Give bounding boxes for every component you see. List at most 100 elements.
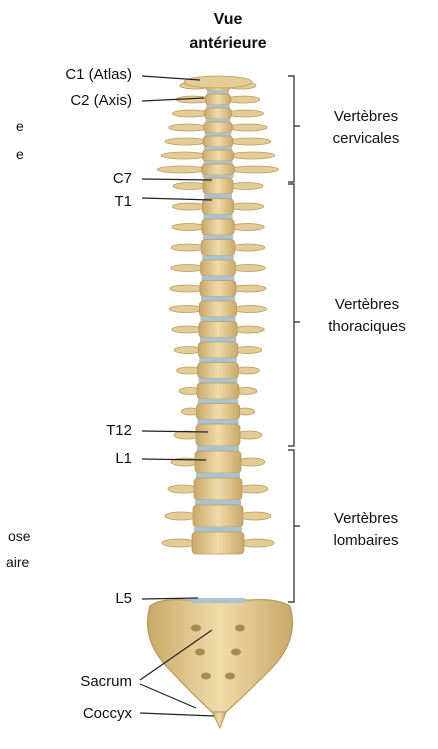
vertebral-body	[200, 281, 236, 297]
transverse-process-left	[173, 183, 207, 190]
sacral-foramen	[201, 673, 211, 680]
group-label-thoracic: Vertèbres thoraciques	[298, 294, 436, 338]
label-t1: T1	[60, 193, 132, 211]
leader-line-t1	[142, 198, 212, 200]
label-sacrum: Sacrum	[20, 673, 132, 691]
leader-line-c7	[142, 179, 212, 180]
sacral-foramen	[225, 673, 235, 680]
intervertebral-disc	[205, 133, 232, 136]
group-label-cervical: Vertèbres cervicales	[300, 106, 432, 150]
intervertebral-disc	[201, 297, 235, 302]
intervertebral-disc	[195, 500, 241, 505]
intervertebral-disc	[202, 276, 235, 281]
sacral-foramen	[191, 625, 201, 632]
vertebral-body	[205, 108, 232, 119]
transverse-process-left	[171, 244, 205, 251]
group-thoracic-line2: thoraciques	[298, 316, 436, 338]
group-cervical-line1: Vertèbres	[300, 106, 432, 128]
vertebral-body	[192, 532, 244, 554]
transverse-process-right	[230, 152, 275, 159]
vertebral-body	[196, 424, 240, 446]
intervertebral-disc	[196, 473, 240, 478]
group-label-lumbar: Vertèbres lombaires	[300, 508, 432, 552]
label-coccyx: Coccyx	[20, 705, 132, 723]
intervertebral-disc	[194, 527, 242, 532]
group-cervical-line2: cervicales	[300, 128, 432, 150]
transverse-process-left	[165, 138, 207, 145]
vertebral-body	[202, 150, 234, 161]
transverse-process-right	[240, 539, 274, 547]
group-lumbar-line2: lombaires	[300, 530, 432, 552]
transverse-process-right	[231, 244, 265, 251]
intervertebral-disc	[198, 399, 238, 404]
group-thoracic-line1: Vertèbres	[298, 294, 436, 316]
leader-line-coccyx	[140, 713, 214, 716]
transverse-process-right	[229, 183, 263, 190]
label-t12: T12	[60, 422, 132, 440]
transverse-process-left	[169, 124, 208, 131]
vertebral-body	[196, 404, 239, 420]
intervertebral-disc	[207, 91, 229, 94]
vertebral-body	[193, 505, 243, 527]
intervertebral-disc	[203, 235, 233, 240]
intervertebral-disc	[206, 105, 230, 108]
label-c1-atlas: C1 (Atlas)	[20, 66, 132, 84]
sacrum-bone	[148, 600, 293, 712]
coccyx-bone	[212, 712, 226, 728]
transverse-process-right	[228, 110, 264, 117]
transverse-process-left	[168, 485, 198, 493]
transverse-process-left	[173, 110, 209, 117]
vertebral-body	[203, 136, 233, 147]
transverse-process-left	[170, 285, 204, 292]
intervertebral-disc	[203, 215, 232, 220]
vertebral-body	[201, 240, 235, 256]
sacral-foramen	[195, 649, 205, 656]
label-l5: L5	[60, 590, 132, 608]
leader-line-l5	[142, 598, 198, 599]
transverse-process-right	[231, 166, 279, 173]
label-l1: L1	[60, 450, 132, 468]
transverse-process-left	[165, 512, 197, 520]
transverse-process-right	[238, 485, 268, 493]
transverse-process-right	[232, 285, 266, 292]
label-c7: C7	[60, 170, 132, 188]
transverse-process-right	[228, 124, 267, 131]
vertebral-body	[199, 301, 236, 317]
atlas-ring	[184, 76, 252, 88]
transverse-process-right	[231, 265, 265, 272]
intervertebral-disc	[204, 147, 232, 150]
transverse-process-left	[161, 152, 206, 159]
transverse-process-right	[230, 224, 264, 231]
transverse-process-left	[169, 306, 203, 313]
vertebral-body	[202, 164, 235, 175]
vertebral-body	[204, 122, 233, 133]
intervertebral-disc	[202, 256, 234, 261]
intervertebral-disc	[200, 338, 236, 343]
intervertebral-disc	[206, 119, 231, 122]
transverse-process-right	[233, 306, 267, 313]
vertebral-body	[195, 451, 241, 473]
intervertebral-disc	[191, 598, 245, 603]
transverse-process-left	[162, 539, 196, 547]
transverse-process-right	[233, 326, 264, 333]
transverse-process-left	[172, 224, 206, 231]
intervertebral-disc	[200, 317, 235, 322]
transverse-process-left	[158, 166, 206, 173]
vertebral-body	[198, 363, 239, 379]
intervertebral-disc	[199, 358, 237, 363]
intervertebral-disc	[204, 194, 232, 199]
intervertebral-disc	[203, 175, 234, 178]
vertebral-body	[198, 342, 238, 358]
vertebral-body	[201, 260, 236, 276]
group-lumbar-line1: Vertèbres	[300, 508, 432, 530]
transverse-process-right	[239, 512, 271, 520]
vertebral-body	[199, 322, 237, 338]
transverse-process-right	[227, 96, 260, 103]
vertebral-body	[205, 94, 231, 105]
intervertebral-disc	[203, 161, 233, 164]
sacral-foramen	[231, 649, 241, 656]
bracket-thoracic	[288, 184, 294, 446]
intervertebral-disc	[199, 379, 238, 384]
transverse-process-left	[172, 326, 203, 333]
intervertebral-disc	[197, 446, 239, 451]
